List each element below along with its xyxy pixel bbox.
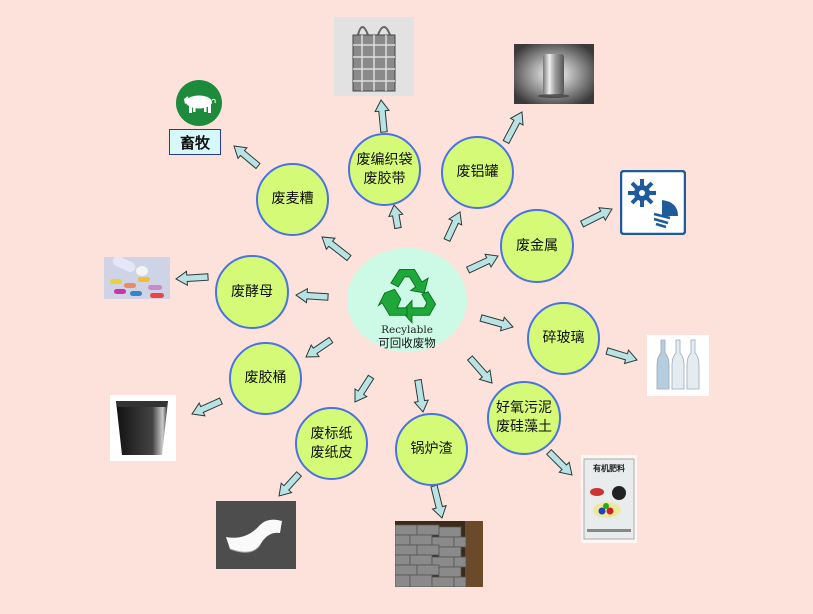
aluminum-can-image: [514, 44, 594, 104]
arrow-spent-grain-to-livestock: [233, 145, 261, 170]
paper-sheet-image: [216, 501, 296, 569]
node-label: 废胶带: [363, 170, 406, 187]
node-label: 废编织袋: [356, 151, 413, 168]
fertilizer-label: 有机肥料: [593, 463, 625, 473]
node-aluminum-can: 废铝罐: [441, 136, 514, 209]
pills-image: [104, 257, 170, 299]
arrow-scrap-metal-to-icon: [579, 207, 613, 228]
node-broken-glass: 碎玻璃: [527, 302, 600, 375]
center-label-en: Recylable: [381, 324, 433, 336]
node-label: 废金属: [516, 237, 558, 254]
arrow-aluminum-can-to-image: [502, 111, 524, 145]
arrow-center-to-broken-glass: [479, 314, 514, 332]
arrow-center-to-plastic-bucket: [305, 336, 334, 358]
arrow-center-to-waste-label: [354, 374, 375, 403]
node-aerobic-sludge: 好氧污泥 废硅藻土: [487, 381, 561, 455]
arrow-center-to-boiler-slag: [413, 378, 430, 413]
arrow-center-to-waste-yeast: [295, 287, 329, 304]
node-label: 好氧污泥: [496, 400, 552, 416]
node-label: 废麦糟: [271, 191, 314, 207]
node-label: 碎玻璃: [542, 330, 585, 346]
node-waste-yeast: 废酵母: [215, 255, 289, 329]
arrow-boiler-slag-to-bricks: [430, 484, 447, 519]
node-scrap-metal: 废金属: [500, 209, 574, 283]
bricks-image: [395, 521, 483, 587]
node-label: 废铝罐: [456, 164, 499, 180]
node-label: 废酵母: [231, 283, 273, 300]
node-label: 锅炉渣: [410, 441, 453, 457]
node-label: 废胶桶: [244, 370, 287, 386]
recycle-icon: [377, 268, 437, 324]
center-recyclable: Recylable 可回收废物: [347, 248, 467, 352]
arrow-broken-glass-to-image: [605, 347, 638, 365]
arrow-center-to-scrap-metal: [465, 253, 499, 274]
pig-icon: [176, 80, 222, 126]
arrow-sludge-to-fertilizer: [545, 448, 573, 476]
node-label: 废硅藻土: [496, 419, 552, 435]
node-plastic-bucket: 废胶桶: [229, 342, 302, 415]
node-waste-label: 废标纸 废纸皮: [295, 407, 368, 480]
woven-bag-image: [334, 17, 414, 96]
glass-bottles-image: [647, 335, 709, 396]
arrow-plastic-bucket-to-bin: [191, 397, 223, 417]
node-label: 废纸皮: [310, 444, 353, 461]
livestock-label: 畜牧: [169, 129, 221, 155]
center-label-cn: 可回收废物: [378, 336, 436, 350]
arrow-waste-yeast-to-pills: [175, 270, 209, 287]
node-boiler-slag: 锅炉渣: [395, 413, 468, 486]
gear-screw-icon: [620, 170, 686, 235]
arrow-woven-bag-to-image: [374, 99, 390, 133]
trash-bin-image: [110, 395, 176, 461]
arrow-center-to-woven-bag: [388, 204, 404, 230]
organic-fertilizer-image: 有机肥料: [581, 455, 637, 543]
arrow-waste-label-to-paper: [278, 471, 303, 497]
node-spent-grain: 废麦糟: [256, 163, 329, 236]
node-label: 废标纸: [310, 425, 353, 442]
arrow-center-to-aluminum-can: [443, 211, 463, 242]
arrow-center-to-aerobic-sludge: [466, 355, 493, 384]
node-woven-bag: 废编织袋 废胶带: [348, 133, 421, 206]
arrow-center-to-spent-grain: [321, 236, 352, 262]
